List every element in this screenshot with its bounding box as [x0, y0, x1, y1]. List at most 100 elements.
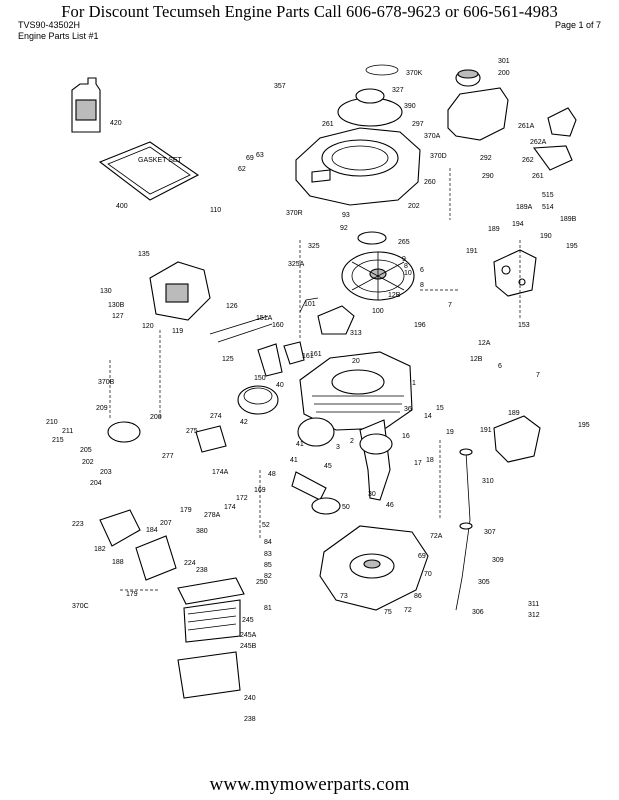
part-label: 325 [308, 243, 320, 250]
part-label: 1 [412, 380, 416, 387]
part-label: 224 [184, 560, 196, 567]
part-label: 262A [530, 139, 547, 146]
part-label: 515 [542, 192, 554, 199]
part-label: 161 [302, 353, 314, 360]
fuel-tank-illustration [447, 69, 509, 141]
part-label: 191 [466, 248, 478, 255]
part-label: 72 [404, 607, 412, 614]
part-label: 83 [264, 551, 272, 558]
part-label: 370K [406, 70, 423, 77]
part-label: 6 [498, 363, 502, 370]
part-label: 209 [96, 405, 108, 412]
part-label: 325A [288, 261, 305, 268]
part-label: 194 [512, 221, 524, 228]
part-label: 310 [482, 478, 494, 485]
part-label: 297 [412, 121, 424, 128]
part-label: 301 [498, 58, 510, 65]
part-label: 370D [430, 153, 447, 160]
ignition-module-illustration [299, 297, 355, 335]
part-label: 126 [226, 303, 238, 310]
dipstick-tube-illustration [455, 448, 473, 611]
part-label: 110 [210, 207, 221, 214]
part-label: 370R [286, 210, 303, 217]
part-label: 261A [518, 123, 535, 130]
part-label: 82 [264, 573, 272, 580]
part-label: 84 [264, 539, 272, 546]
part-label: 69 [418, 553, 426, 560]
part-label: 150 [254, 375, 266, 382]
part-label: 305 [478, 579, 490, 586]
part-label: 306 [472, 609, 484, 616]
part-label: 210 [46, 419, 58, 426]
part-label: 48 [268, 471, 276, 478]
part-label: 6 [420, 267, 424, 274]
part-label: 188 [112, 559, 124, 566]
part-label: 327 [392, 87, 404, 94]
part-label: 14 [424, 413, 432, 420]
part-label: 135 [138, 251, 150, 258]
recoil-starter-illustration [337, 64, 403, 127]
part-label: 203 [100, 469, 112, 476]
part-label: 50 [342, 504, 350, 511]
part-label: 8 [404, 263, 408, 270]
part-label: 223 [72, 521, 84, 528]
part-label: 160 [272, 322, 284, 329]
part-label: 238 [196, 567, 208, 574]
part-label: 130 [100, 288, 112, 295]
part-label: 7 [536, 372, 540, 379]
crankshaft-illustration [359, 419, 393, 501]
part-label: 120 [142, 323, 154, 330]
part-label: 12B [388, 292, 401, 299]
part-label: 169 [254, 487, 266, 494]
part-label: 514 [542, 204, 554, 211]
part-label: 174 [224, 504, 236, 511]
valve-spring-illustration [209, 315, 305, 377]
part-label: 313 [350, 330, 362, 337]
gasket-set-label: GASKET SET [138, 157, 183, 164]
part-label: 215 [52, 437, 64, 444]
part-label: 184 [146, 527, 158, 534]
part-label: 127 [112, 313, 124, 320]
lower-throttle-bracket-illustration [493, 415, 541, 463]
part-label: 69 [246, 155, 254, 162]
part-label: 36 [404, 406, 412, 413]
part-label: 179 [126, 591, 138, 598]
part-label: 245A [240, 632, 257, 639]
discount-phone-banner: For Discount Tecumseh Engine Parts Call … [61, 2, 558, 21]
part-label: 357 [274, 83, 286, 90]
part-label: 245B [240, 643, 257, 650]
part-label: 75 [384, 609, 392, 616]
air-filter-stack-illustration [177, 577, 245, 699]
part-label: 292 [480, 155, 492, 162]
part-label: 309 [492, 557, 504, 564]
part-label: 81 [264, 605, 272, 612]
part-label: 261 [322, 121, 334, 128]
part-label: 10 [404, 270, 412, 277]
piston-illustration [237, 385, 335, 447]
part-label: 265 [398, 239, 410, 246]
part-label: 370A [424, 133, 441, 140]
part-label: 202 [408, 203, 420, 210]
part-label: 86 [414, 593, 422, 600]
part-label: 161 [310, 351, 322, 358]
part-label: 307 [484, 529, 496, 536]
part-label: 2 [350, 438, 354, 445]
part-label: 245 [242, 617, 254, 624]
part-label: 250 [256, 579, 268, 586]
part-label: 200 [498, 70, 510, 77]
part-label: 202 [82, 459, 94, 466]
part-label: 73 [340, 593, 348, 600]
part-label: 191 [480, 427, 492, 434]
part-label: 275 [186, 428, 198, 435]
part-label: 207 [160, 520, 172, 527]
part-label: 290 [482, 173, 494, 180]
part-label: 63 [256, 152, 264, 159]
part-label: 179 [180, 507, 192, 514]
part-label: 311 [528, 601, 539, 608]
part-label: 370B [98, 379, 115, 386]
part-label: 189 [508, 410, 520, 417]
part-label: 17 [414, 460, 422, 467]
part-label: 62 [238, 166, 246, 173]
part-label: 119 [172, 328, 183, 335]
